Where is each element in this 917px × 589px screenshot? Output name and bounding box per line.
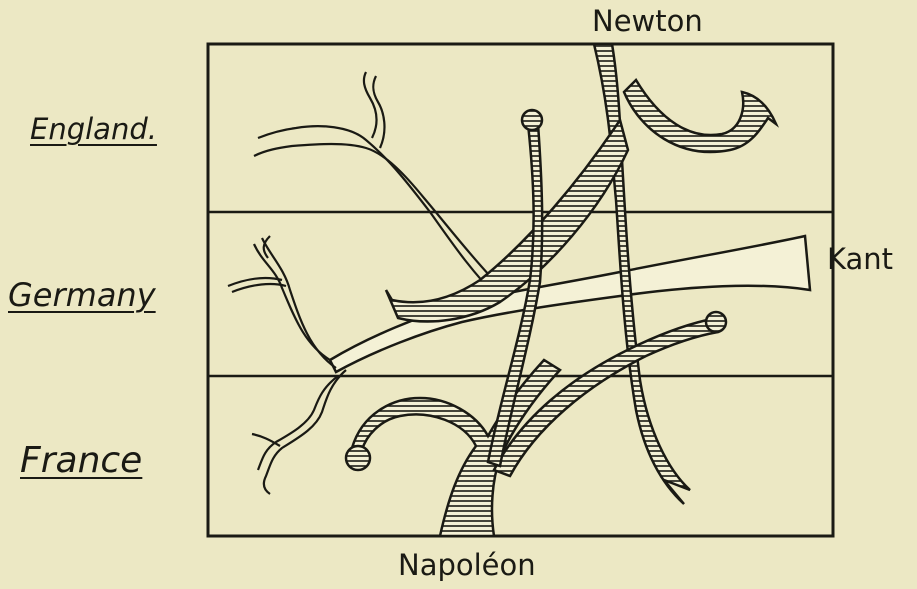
newton-label: Newton xyxy=(592,4,703,38)
german-tributaries xyxy=(228,236,346,494)
english-tributaries xyxy=(254,72,500,300)
knob-england xyxy=(522,110,542,130)
row-label-france: France xyxy=(20,440,142,481)
knob-france xyxy=(346,446,370,470)
row-label-germany: Germany xyxy=(8,276,156,314)
row-label-england: England. xyxy=(30,112,157,146)
napoleon-label: Napoléon xyxy=(398,548,536,582)
newton-right-arm xyxy=(624,80,776,152)
knob-germany xyxy=(706,312,726,332)
kant-label: Kant xyxy=(827,242,893,276)
